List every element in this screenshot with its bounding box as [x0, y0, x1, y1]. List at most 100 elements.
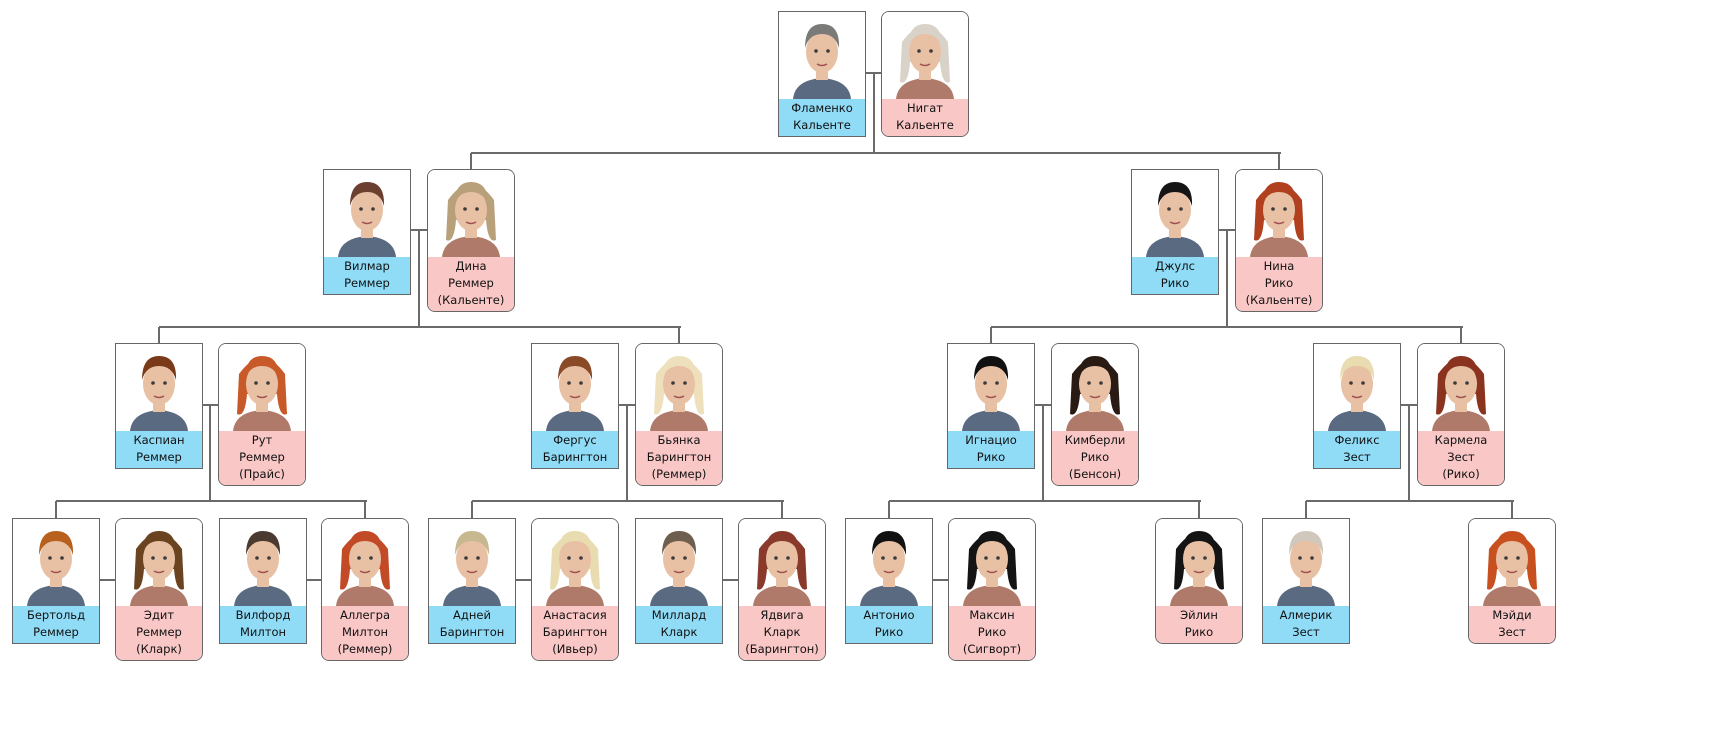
portrait-image: [429, 519, 515, 606]
maiden-name: (Реммер): [651, 467, 707, 481]
connector-line: [470, 153, 472, 169]
connector-line: [1035, 404, 1053, 406]
portrait-image: [846, 519, 932, 606]
connector-line: [1306, 500, 1514, 502]
portrait-image: [428, 170, 514, 257]
connector-line: [471, 152, 1281, 154]
connector-line: [411, 229, 429, 231]
connector-line: [364, 501, 366, 518]
first-name: Игнацио: [965, 433, 1017, 447]
surname: Кларк: [660, 625, 698, 639]
surname: Барингтон: [542, 625, 608, 639]
connector-line: [781, 501, 783, 518]
portrait-image: [948, 344, 1034, 431]
connector-line: [1278, 153, 1280, 169]
connector-line: [100, 579, 117, 581]
surname: Милтон: [342, 625, 388, 639]
surname: Барингтон: [646, 450, 712, 464]
maiden-name: (Реммер): [337, 642, 393, 656]
portrait-image: [116, 519, 202, 606]
surname: Реммер: [239, 450, 285, 464]
portrait-image: [1132, 170, 1218, 257]
surname: Зест: [1498, 625, 1526, 639]
connector-line: [203, 404, 220, 406]
first-name: Каспиан: [133, 433, 185, 447]
connector-line: [1219, 229, 1237, 231]
first-name: Кимберли: [1064, 433, 1126, 447]
first-name: Ядвига: [760, 608, 804, 622]
surname: Реммер: [136, 450, 182, 464]
surname: Зест: [1343, 450, 1371, 464]
portrait-image: [1314, 344, 1400, 431]
surname: Рико: [1264, 276, 1294, 290]
surname: Рико: [1160, 276, 1190, 290]
connector-line: [991, 326, 1463, 328]
portrait-image: [532, 344, 618, 431]
connector-line: [55, 501, 57, 518]
maiden-name: (Рико): [1442, 467, 1480, 481]
surname: Реммер: [33, 625, 79, 639]
connector-line: [209, 405, 211, 501]
first-name: Анастасия: [543, 608, 607, 622]
first-name: Джулс: [1155, 259, 1195, 273]
connector-line: [1401, 404, 1419, 406]
portrait-image: [1236, 170, 1322, 257]
connector-line: [1042, 405, 1044, 501]
surname: Зест: [1292, 625, 1320, 639]
first-name: Максин: [969, 608, 1015, 622]
surname: Кларк: [763, 625, 801, 639]
surname: Реммер: [448, 276, 494, 290]
surname: Милтон: [240, 625, 286, 639]
maiden-name: (Барингтон): [745, 642, 819, 656]
first-name: Фергус: [553, 433, 597, 447]
surname: Рико: [976, 450, 1006, 464]
first-name: Дина: [455, 259, 487, 273]
portrait-image: [220, 519, 306, 606]
first-name: Бьянка: [657, 433, 701, 447]
surname: Реммер: [136, 625, 182, 639]
portrait-image: [219, 344, 305, 431]
connector-line: [990, 327, 992, 343]
portrait-image: [1469, 519, 1555, 606]
first-name: Рут: [251, 433, 273, 447]
